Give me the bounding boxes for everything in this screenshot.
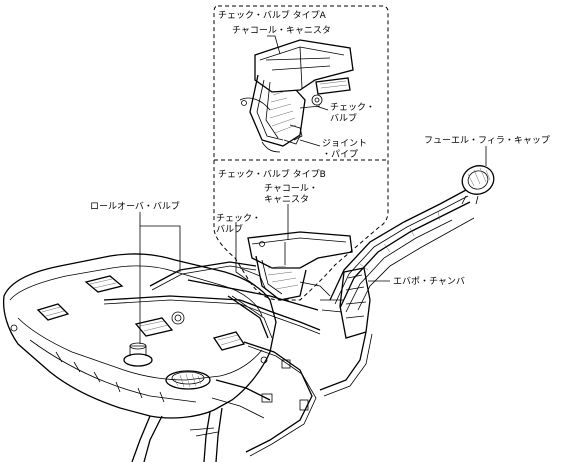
canister-type-b-drawing <box>239 231 353 301</box>
inset-a-title: チェック・バルブ タイプA <box>218 9 327 21</box>
fuel-filler-cap-label: フューエル・フィラ・キャップ <box>424 135 550 146</box>
evap-chamber-label: エバポ・チャンバ <box>393 276 465 287</box>
rollover-valve-label: ロールオーバ・バルブ <box>90 200 180 212</box>
check-valve-a-label-1: チェック・ <box>330 102 375 113</box>
joint-pipe-label-2: ・パイプ <box>322 149 358 160</box>
canister-b-label-2: キャニスタ <box>264 194 309 205</box>
canister-a-label: チャコール・キャニスタ <box>232 25 331 36</box>
fuel-lines-drawing <box>103 261 321 457</box>
inset-b-title: チェック・バルブ タイプB <box>218 168 326 180</box>
check-valve-b-label-2: バルブ <box>216 223 243 235</box>
joint-pipe-label-1: ジョイント <box>322 139 367 149</box>
canister-type-a-drawing <box>239 39 354 153</box>
leader-lines <box>139 35 487 344</box>
check-valve-b-label-1: チェック・ <box>216 213 261 224</box>
check-valve-a-label-2: バルブ <box>330 112 357 124</box>
filler-neck-drawing <box>319 165 495 397</box>
fuel-tank-drawing <box>2 253 277 462</box>
canister-b-label-1: チャコール・ <box>264 183 318 194</box>
inset-panel <box>213 5 389 301</box>
